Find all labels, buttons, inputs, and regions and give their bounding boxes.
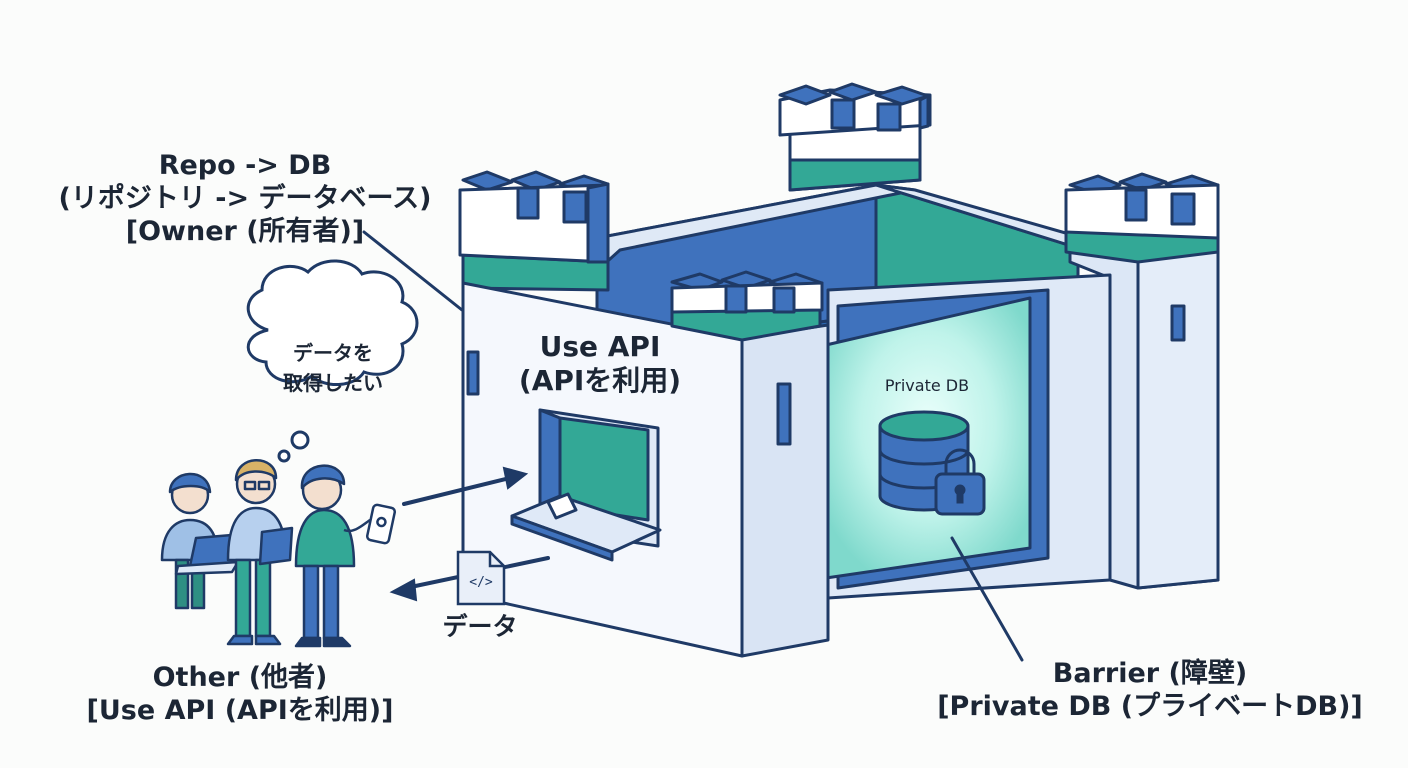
thought-bubble-icon xyxy=(246,259,419,463)
leader-line-repo xyxy=(362,230,464,312)
other-user-label: Other (他者) [Use API (APIを利用)] xyxy=(40,662,440,728)
data-label: データ xyxy=(442,612,518,641)
person-hoodie xyxy=(294,464,397,648)
svg-text:</>: </> xyxy=(469,575,493,590)
front-wall-right xyxy=(740,323,830,658)
other-label-line1: Other (他者) xyxy=(152,662,328,693)
bubble-line2: 取得したい xyxy=(283,371,383,395)
lock-icon xyxy=(934,448,986,516)
arrow-slit xyxy=(776,382,792,446)
leader-line-barrier xyxy=(950,536,1024,662)
private-db-label: Private DB xyxy=(884,376,970,395)
repo-label-line2: (リポジトリ -> データベース) xyxy=(58,182,432,214)
repo-label-line1: Repo -> DB xyxy=(158,150,332,181)
repo-owner-label: Repo -> DB (リポジトリ -> データベース) [Owner (所有者… xyxy=(40,150,450,249)
thought-bubble-text: データを 取得したい xyxy=(248,338,418,398)
tablet-icon xyxy=(258,526,294,566)
file-code-icon: </> xyxy=(456,550,506,606)
use-api-label: Use API (APIを利用) xyxy=(470,330,730,398)
api-label-line1: Use API xyxy=(539,330,661,363)
tower-back xyxy=(778,82,932,192)
barrier-label-line1: Barrier (障壁) xyxy=(1052,658,1248,689)
barrier-label-line2: [Private DB (プライベートDB)] xyxy=(937,690,1363,722)
tower-left xyxy=(458,170,610,292)
arrow-slit xyxy=(466,350,480,396)
bubble-line1: データを xyxy=(293,341,373,365)
request-arrow xyxy=(402,476,512,506)
repo-label-line3: [Owner (所有者)] xyxy=(125,215,365,247)
api-window xyxy=(510,408,662,562)
api-label-line2: (APIを利用) xyxy=(518,364,682,398)
people-group xyxy=(160,459,397,648)
tower-right xyxy=(1064,172,1220,590)
barrier-label: Barrier (障壁) [Private DB (プライベートDB)] xyxy=(870,658,1408,724)
phone-icon xyxy=(365,503,397,545)
tower-front xyxy=(670,270,824,342)
other-label-line2: [Use API (APIを利用)] xyxy=(86,694,394,726)
person-glasses xyxy=(226,459,294,646)
